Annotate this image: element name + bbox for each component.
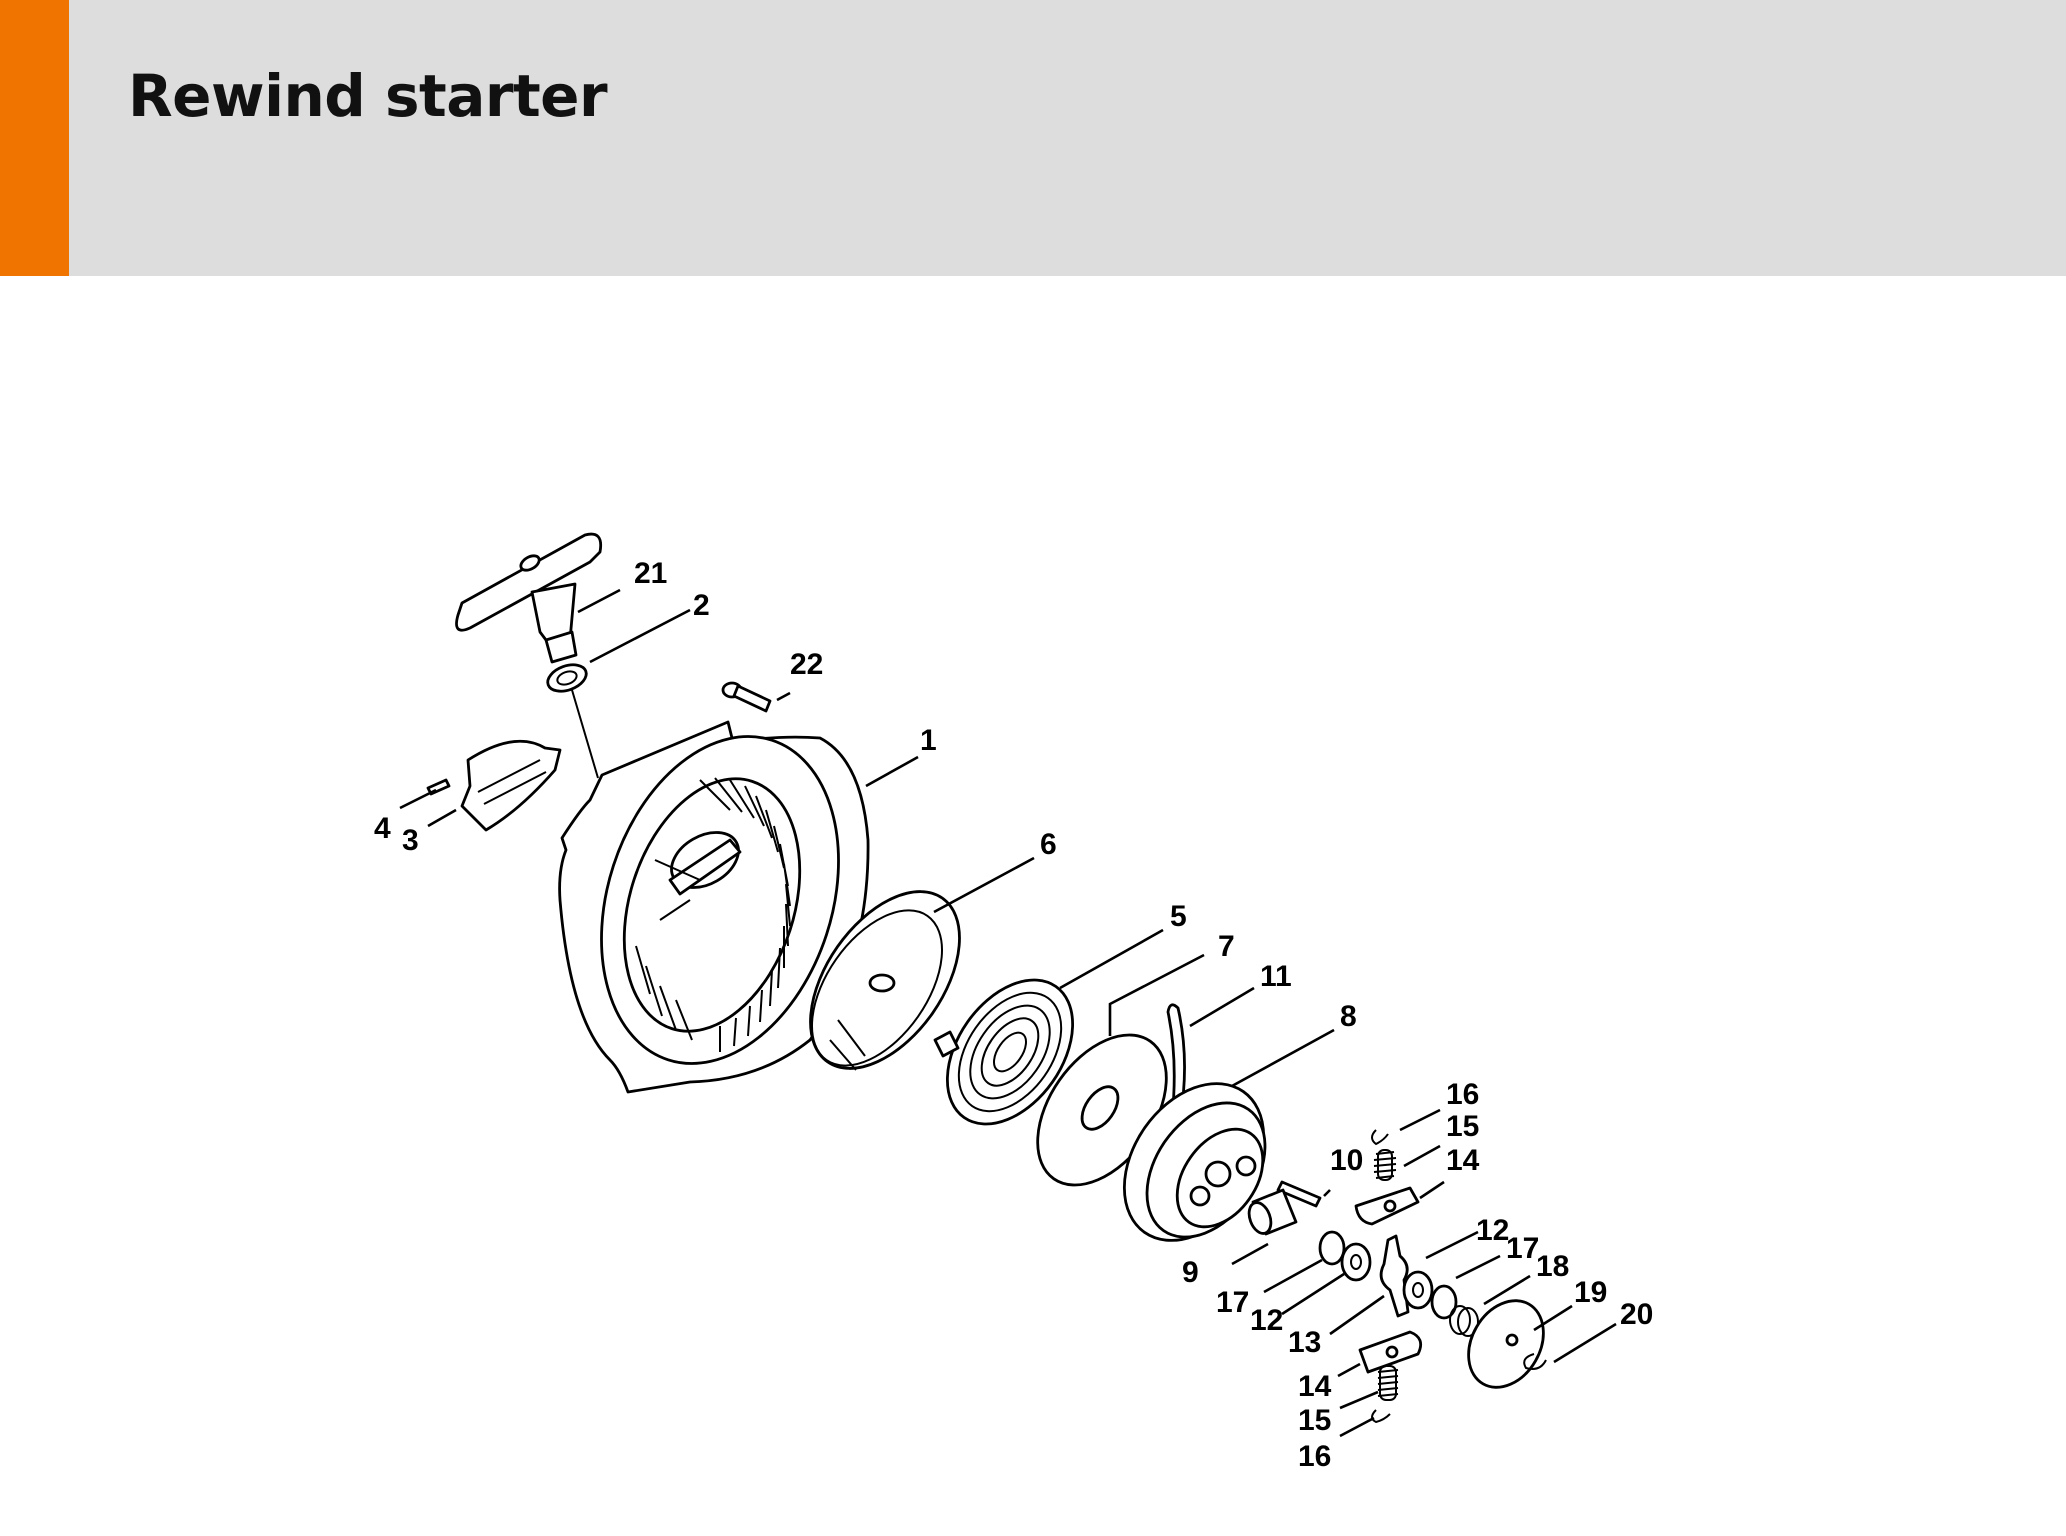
callout-22: 22 [790,648,823,681]
callout-13: 13 [1288,1326,1321,1359]
starter-rope-section-part [1166,1003,1186,1122]
callout-14-lower: 14 [1298,1370,1332,1403]
starter-grip-part [455,532,603,664]
starter-rope-part [571,689,599,779]
spring-housing-part [809,890,961,1071]
page-title: Rewind starter [128,62,608,130]
orange-accent-bar [0,0,69,276]
callout-17-upper: 17 [1506,1232,1539,1265]
washer-part-17-lower [1430,1284,1458,1320]
callout-labels: 21 2 22 1 4 3 6 5 7 11 8 16 15 10 14 12 … [374,557,1653,1473]
spring-clip-part-lower [1371,1409,1391,1424]
callout-18: 18 [1536,1250,1569,1283]
callout-14-upper: 14 [1446,1144,1480,1177]
callout-15-upper: 15 [1446,1110,1479,1143]
spring-clip-part-upper [1371,1129,1389,1146]
washer-part-12-lower [1402,1270,1434,1310]
cover-disc-part [1467,1299,1545,1389]
spring-part-upper [1373,1149,1397,1181]
callout-19: 19 [1574,1276,1607,1309]
callout-15-lower: 15 [1298,1404,1331,1437]
screw-part [721,681,772,713]
callout-17-lower: 17 [1216,1286,1249,1319]
callout-21: 21 [634,557,667,590]
callout-12-lower: 12 [1250,1304,1283,1337]
spring-clip-part-20 [1523,1353,1547,1370]
callout-12-upper: 12 [1476,1214,1509,1247]
callout-16-upper: 16 [1446,1078,1479,1111]
callout-7: 7 [1218,930,1235,963]
rope-rotor-part [1122,1082,1267,1242]
pawl-part-lower [1358,1330,1423,1374]
header-band: Rewind starter [0,0,2066,276]
callout-10: 10 [1330,1144,1363,1177]
leader-lines [399,588,1617,1438]
callout-6: 6 [1040,828,1057,861]
callout-3: 3 [402,824,419,857]
callout-16-lower: 16 [1298,1440,1331,1473]
callout-9: 9 [1182,1256,1199,1289]
washer-part-12-upper [1340,1242,1372,1282]
callout-2: 2 [693,589,710,622]
plate-part [460,739,562,832]
spring-part-18 [1449,1305,1479,1337]
callout-11: 11 [1260,960,1292,993]
guide-plate-part [1379,1234,1410,1318]
spring-part-lower [1377,1365,1399,1401]
fan-housing-part [558,720,870,1094]
callout-4: 4 [374,812,391,845]
callout-20: 20 [1620,1298,1653,1331]
pawl-part-upper [1354,1186,1420,1226]
callout-1: 1 [920,724,937,757]
rewind-spring-part [933,978,1075,1126]
callout-8: 8 [1340,1000,1357,1033]
pin-part [1276,1180,1322,1208]
bushing-part [1247,1188,1298,1236]
washer-part-17-upper [1318,1230,1346,1266]
rope-guide-bush-part [546,663,588,693]
callout-5: 5 [1170,900,1187,933]
